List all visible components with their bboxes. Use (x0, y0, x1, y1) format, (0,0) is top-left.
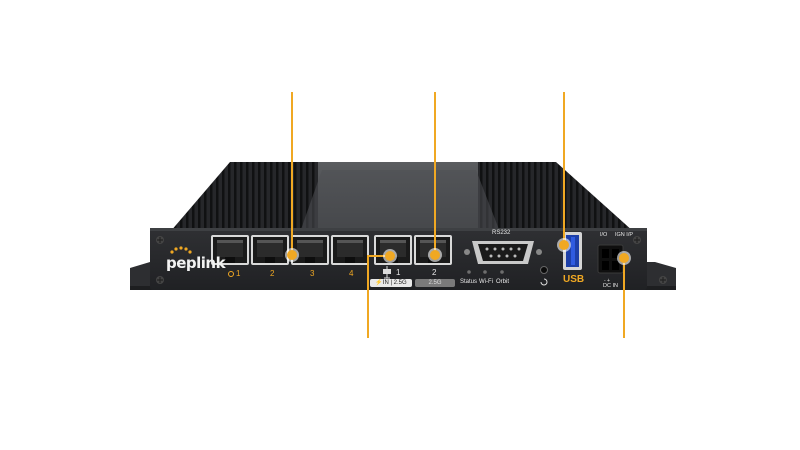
callout-line-dcin (623, 258, 625, 338)
lan-port-4-label: 4 (349, 269, 354, 278)
peplink-logo-dots-icon (170, 246, 192, 254)
heatsink-left (170, 162, 318, 232)
callout-dot-wan2[interactable] (430, 250, 440, 260)
led-wifi-label: Wi-Fi (479, 279, 493, 285)
dc-polarity-label: - + (604, 278, 610, 284)
wan-1-speed-badge: ⚡IN | 2.5G (370, 279, 412, 287)
callout-line-wan1 (367, 256, 369, 338)
wan-port-2-label: 2 (432, 268, 437, 277)
callout-dot-lan[interactable] (287, 250, 297, 260)
lan-port-2-label: 2 (270, 269, 275, 278)
ign-label: IGN I/P (615, 232, 634, 238)
heatsink-right (478, 162, 634, 232)
lan-port-3[interactable] (291, 235, 329, 265)
lan-link-icon (228, 271, 234, 277)
callout-dot-wan1[interactable] (385, 251, 395, 261)
callout-line-lan (291, 92, 293, 255)
rs232-label: RS232 (492, 230, 511, 236)
wan-port-1-label: 1 (396, 268, 401, 277)
dc-in-label: DC IN (603, 283, 618, 289)
lan-port-1-label: 1 (236, 269, 241, 278)
wan-port-1[interactable] (374, 235, 412, 265)
led-status-label: Status (460, 279, 478, 285)
callout-line-wan2 (434, 92, 436, 255)
lan-port-1[interactable] (211, 235, 249, 265)
status-leds (467, 270, 504, 274)
usb-label: USB (563, 274, 585, 285)
callout-dot-dcin[interactable] (619, 253, 629, 263)
rs232-connector (464, 241, 542, 264)
brand-logo: peplink (166, 254, 226, 272)
dc-in-connector (597, 244, 624, 274)
io-label: I/O (600, 232, 608, 238)
callout-line-usb (563, 92, 565, 245)
lan-port-4[interactable] (331, 235, 369, 265)
reset-button-icon (540, 266, 548, 286)
lan-port-2[interactable] (251, 235, 289, 265)
lan-port-3-label: 3 (310, 269, 315, 278)
wan-2-speed-badge: 2.5G (415, 279, 455, 287)
callout-line-wan1-horizontal (367, 255, 390, 257)
usb-port (563, 232, 582, 270)
wan-network-icon (383, 266, 391, 279)
callout-dot-usb[interactable] (559, 240, 569, 250)
screw-icon (156, 236, 667, 284)
led-orbit-label: Orbit (496, 279, 510, 285)
